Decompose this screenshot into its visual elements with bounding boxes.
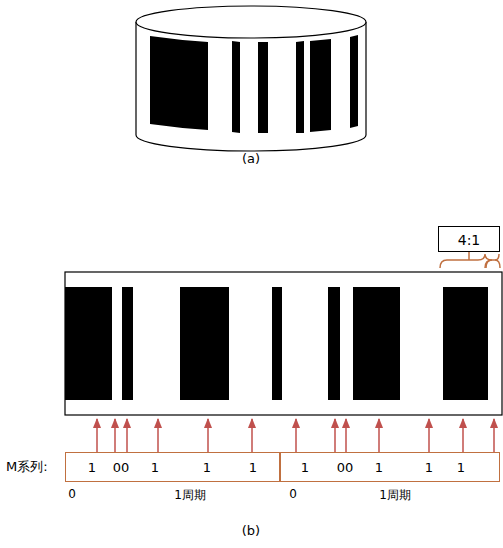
ratio-box: 4:1 [438, 226, 500, 252]
bit-value: 1 [301, 461, 309, 474]
bit-value: 00 [113, 461, 130, 474]
bit-value: 1 [249, 461, 257, 474]
bit-value: 1 [203, 461, 211, 474]
bit-value: 1 [375, 461, 383, 474]
figure-label: (a) [242, 152, 260, 165]
ratio-text: 4:1 [458, 233, 481, 247]
code-strip [65, 272, 502, 415]
sequence-name: M系列: [6, 460, 48, 473]
phase-zero: 0 [289, 488, 297, 500]
sample-arrows [97, 419, 494, 452]
ratio-bracket [440, 250, 500, 268]
phase-zero: 0 [68, 488, 76, 500]
bit-value: 00 [337, 461, 354, 474]
period-label: 1周期 [174, 489, 206, 501]
bit-value: 1 [88, 461, 96, 474]
bit-value: 1 [151, 461, 159, 474]
bit-value: 1 [457, 461, 465, 474]
period-box: 1001111周期 [65, 452, 280, 482]
period-box: 1001111周期 [280, 452, 500, 482]
figure-label: (b) [242, 524, 260, 537]
drum-cylinder [136, 6, 366, 151]
bit-value: 1 [425, 461, 433, 474]
period-label: 1周期 [379, 489, 411, 501]
